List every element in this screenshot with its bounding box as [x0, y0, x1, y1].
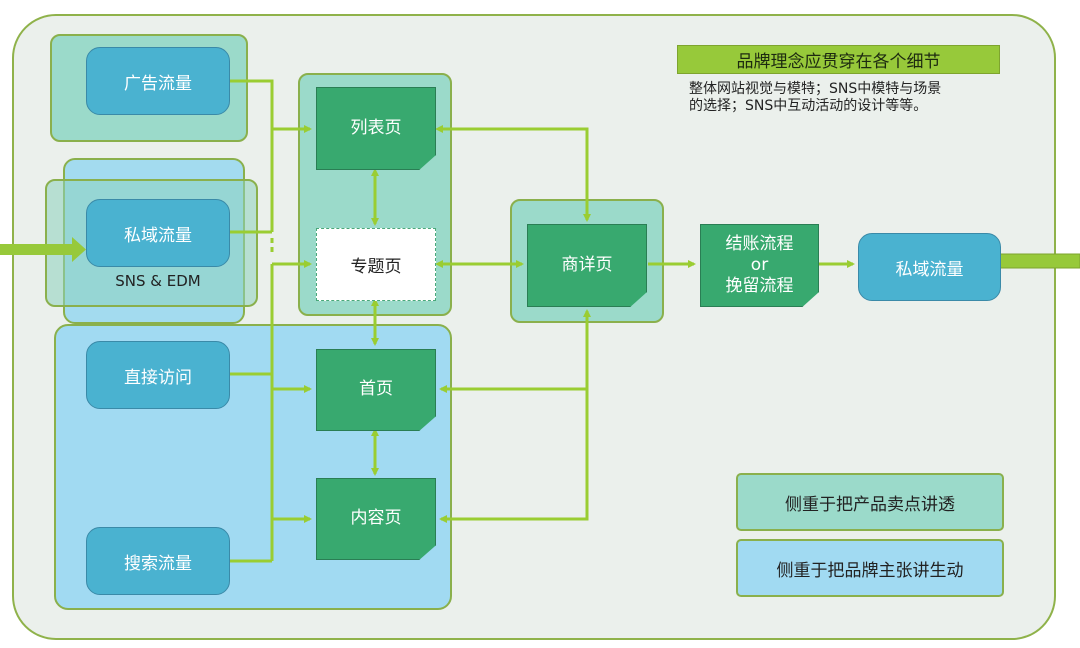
outgoing-arrow-shaft: [999, 253, 1080, 269]
page-checkout[interactable]: 结账流程 or 挽留流程: [700, 224, 819, 307]
brand-banner-title: 品牌理念应贯穿在各个细节: [736, 52, 941, 72]
page-home-label: 首页: [359, 379, 393, 400]
checkout-line2: or: [750, 254, 769, 275]
brand-note-line2: 的选择；SNS中互动活动的设计等等。: [689, 98, 928, 114]
page-detail[interactable]: 商详页: [527, 224, 647, 307]
checkout-line1: 结账流程: [725, 233, 794, 254]
legend-teal-label: 侧重于把产品卖点讲透: [785, 494, 955, 515]
source-direct[interactable]: 直接访问: [86, 341, 230, 409]
source-private-label: 私域流量: [124, 225, 192, 246]
legend-blue: 侧重于把品牌主张讲生动: [736, 539, 1004, 597]
connector-detail-home: [439, 311, 589, 523]
connector-ads: [230, 79, 274, 232]
page-detail-label: 商详页: [561, 254, 613, 275]
connector-list-detail: [435, 125, 591, 222]
page-home[interactable]: 首页: [316, 349, 436, 431]
page-content[interactable]: 内容页: [316, 478, 436, 560]
source-ads[interactable]: 广告流量: [86, 47, 230, 115]
page-topic[interactable]: 专题页: [316, 228, 436, 301]
brand-note: 整体网站视觉与模特；SNS中模特与场景 的选择；SNS中互动活动的设计等等。: [689, 81, 999, 115]
source-direct-label: 直接访问: [124, 367, 192, 388]
source-search[interactable]: 搜索流量: [86, 527, 230, 595]
checkout-line3: 挽留流程: [725, 276, 794, 297]
legend-teal: 侧重于把产品卖点讲透: [736, 473, 1004, 531]
source-ads-label: 广告流量: [124, 73, 192, 94]
source-private[interactable]: 私域流量: [86, 199, 230, 267]
source-private-caption: SNS & EDM: [115, 272, 201, 290]
output-private-label: 私域流量: [895, 259, 964, 280]
incoming-arrow-shaft: [0, 244, 74, 255]
incoming-arrow-head: [72, 237, 86, 262]
page-topic-label: 专题页: [350, 257, 402, 277]
page-list[interactable]: 列表页: [316, 87, 436, 170]
brand-banner: 品牌理念应贯穿在各个细节: [677, 45, 1000, 74]
brand-note-line1: 整体网站视觉与模特；SNS中模特与场景: [689, 81, 942, 97]
legend-blue-label: 侧重于把品牌主张讲生动: [776, 560, 964, 581]
source-search-label: 搜索流量: [124, 553, 192, 574]
output-private[interactable]: 私域流量: [858, 233, 1001, 301]
page-content-label: 内容页: [350, 508, 402, 529]
page-list-label: 列表页: [350, 117, 402, 138]
